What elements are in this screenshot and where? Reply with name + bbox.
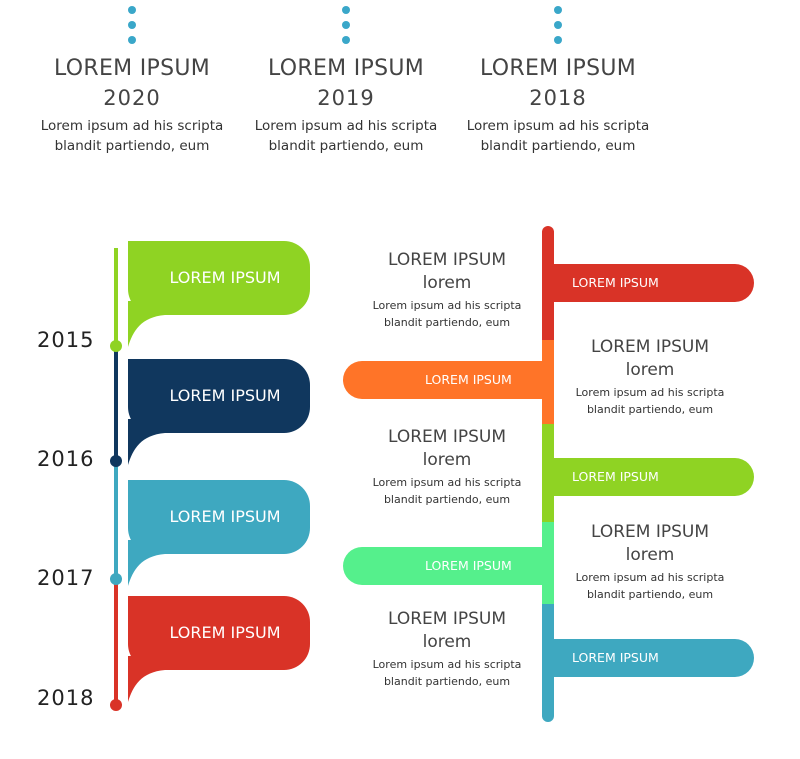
right-text-subtitle: lorem	[422, 450, 472, 470]
right-text-subtitle: lorem	[422, 273, 472, 293]
top-item-title: LOREM IPSUM	[267, 56, 425, 81]
right-text-description: Lorem ipsum ad his scripta blandit parti…	[565, 569, 735, 603]
bubble-label: LOREM IPSUM	[169, 386, 281, 405]
top-item-desc-line: Lorem ipsum ad his scripta	[40, 118, 224, 134]
top-item-title: LOREM IPSUM	[479, 56, 637, 81]
right-text-desc-line: Lorem ipsum ad his scripta	[372, 476, 522, 489]
top-item-description: Lorem ipsum ad his scripta blandit parti…	[241, 116, 451, 156]
right-text-desc-line: Lorem ipsum ad his scripta	[372, 299, 522, 312]
right-text-subtitle: lorem	[625, 545, 675, 565]
right-text-title: LOREM IPSUM	[387, 250, 507, 270]
bubble-label: LOREM IPSUM	[169, 623, 281, 642]
top-item-year: 2020	[103, 86, 161, 110]
right-text-block-1: LOREM IPSUM lorem Lorem ipsum ad his scr…	[362, 249, 532, 331]
right-text-subtitle: lorem	[625, 360, 675, 380]
timeline-node	[110, 455, 122, 467]
dotted-connector	[27, 0, 237, 48]
top-item-desc-line: blandit partiendo, eum	[480, 138, 636, 154]
right-tab-label: LOREM IPSUM	[572, 650, 659, 665]
right-tab-4: LOREM IPSUM	[343, 547, 554, 585]
right-text-title: LOREM IPSUM	[387, 427, 507, 447]
right-text-description: Lorem ipsum ad his scripta blandit parti…	[362, 656, 532, 690]
timeline-segment	[114, 461, 118, 579]
top-item-2020: LOREM IPSUM 2020 Lorem ipsum ad his scri…	[27, 0, 237, 156]
timeline-segment	[114, 346, 118, 461]
timeline-node	[110, 699, 122, 711]
right-text-desc-line: Lorem ipsum ad his scripta	[372, 658, 522, 671]
right-text-description: Lorem ipsum ad his scripta blandit parti…	[362, 297, 532, 331]
bubble-tail	[128, 301, 165, 347]
right-tab-label: LOREM IPSUM	[425, 558, 512, 573]
top-item-description: Lorem ipsum ad his scripta blandit parti…	[453, 116, 663, 156]
timeline-bubble-2017: LOREM IPSUM	[128, 480, 310, 586]
bubble-label: LOREM IPSUM	[169, 268, 281, 287]
bubble-tail	[128, 656, 165, 702]
right-text-desc-line: Lorem ipsum ad his scripta	[575, 386, 725, 399]
right-text-desc-line: blandit partiendo, eum	[586, 588, 714, 601]
top-item-year: 2018	[529, 86, 587, 110]
right-text-description: Lorem ipsum ad his scripta blandit parti…	[565, 384, 735, 418]
right-tab-label: LOREM IPSUM	[572, 469, 659, 484]
right-text-subtitle: lorem	[422, 632, 472, 652]
timeline-bubble-2018: LOREM IPSUM	[128, 596, 310, 702]
bubble-label: LOREM IPSUM	[169, 507, 281, 526]
right-text-desc-line: blandit partiendo, eum	[383, 675, 511, 688]
right-text-block-2: LOREM IPSUM lorem Lorem ipsum ad his scr…	[565, 336, 735, 418]
right-tab-label: LOREM IPSUM	[425, 372, 512, 387]
right-text-block-3: LOREM IPSUM lorem Lorem ipsum ad his scr…	[362, 426, 532, 508]
right-tab-2: LOREM IPSUM	[343, 361, 554, 399]
top-item-2018: LOREM IPSUM 2018 Lorem ipsum ad his scri…	[453, 0, 663, 156]
timeline-bubble-2015: LOREM IPSUM	[128, 241, 310, 347]
timeline-node	[110, 573, 122, 585]
right-tab-label: LOREM IPSUM	[572, 275, 659, 290]
top-item-description: Lorem ipsum ad his scripta blandit parti…	[27, 116, 237, 156]
bubble-tail	[128, 540, 165, 586]
timeline-node	[110, 340, 122, 352]
right-tab-3: LOREM IPSUM	[548, 458, 754, 496]
timeline-year: 2018	[37, 686, 95, 710]
timeline-bubble-2016: LOREM IPSUM	[128, 359, 310, 465]
top-item-2019: LOREM IPSUM 2019 Lorem ipsum ad his scri…	[241, 0, 451, 156]
right-text-desc-line: Lorem ipsum ad his scripta	[575, 571, 725, 584]
top-item-title: LOREM IPSUM	[53, 56, 211, 81]
timeline-year: 2017	[37, 566, 95, 590]
timeline-segment	[114, 248, 118, 346]
bubble-tail	[128, 419, 165, 465]
timeline-segment	[114, 579, 118, 705]
top-item-desc-line: Lorem ipsum ad his scripta	[254, 118, 438, 134]
right-text-desc-line: blandit partiendo, eum	[383, 316, 511, 329]
top-item-desc-line: blandit partiendo, eum	[54, 138, 210, 154]
right-text-title: LOREM IPSUM	[590, 337, 710, 357]
top-item-year: 2019	[317, 86, 375, 110]
right-tab-1: LOREM IPSUM	[548, 264, 754, 302]
right-text-title: LOREM IPSUM	[387, 609, 507, 629]
right-text-block-4: LOREM IPSUM lorem Lorem ipsum ad his scr…	[565, 521, 735, 603]
right-text-block-5: LOREM IPSUM lorem Lorem ipsum ad his scr…	[362, 608, 532, 690]
right-text-title: LOREM IPSUM	[590, 522, 710, 542]
timeline-year: 2016	[37, 447, 95, 471]
right-text-description: Lorem ipsum ad his scripta blandit parti…	[362, 474, 532, 508]
top-item-desc-line: Lorem ipsum ad his scripta	[466, 118, 650, 134]
timeline-year: 2015	[37, 328, 95, 352]
right-text-desc-line: blandit partiendo, eum	[383, 493, 511, 506]
right-text-desc-line: blandit partiendo, eum	[586, 403, 714, 416]
right-tab-5: LOREM IPSUM	[548, 639, 754, 677]
dotted-connector	[241, 0, 451, 48]
top-item-desc-line: blandit partiendo, eum	[268, 138, 424, 154]
dotted-connector	[453, 0, 663, 48]
